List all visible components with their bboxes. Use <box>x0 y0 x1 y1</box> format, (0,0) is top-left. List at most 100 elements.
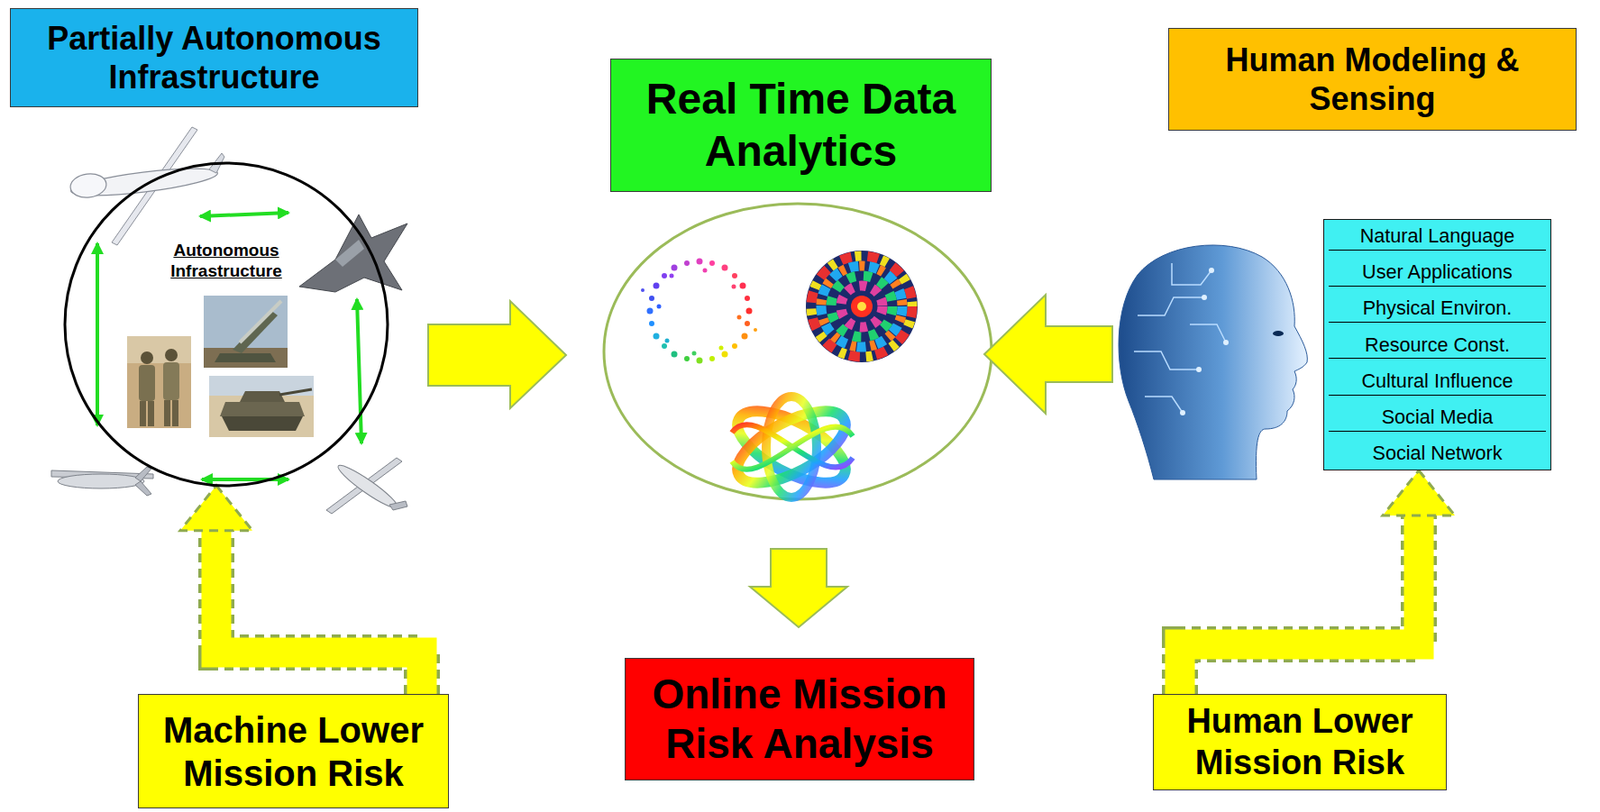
circle-outline <box>64 163 388 486</box>
tank-photo-part <box>221 416 303 431</box>
dot-ring-part <box>653 333 660 340</box>
dot-ring-part <box>746 308 753 315</box>
missile-photo <box>203 295 288 368</box>
drone-bottom-right-part <box>389 501 408 511</box>
missile-photo-part <box>239 301 282 343</box>
link-arrows <box>97 212 362 480</box>
mosaic-disk-part <box>811 256 913 357</box>
node-label: Human Lower Mission Risk <box>1164 701 1436 784</box>
dot-ring-part <box>640 288 645 293</box>
tank-photo-part <box>239 391 285 403</box>
soldiers-photo-part <box>172 400 179 427</box>
dot-ring-part <box>703 268 708 274</box>
list-item: Natural Language <box>1328 222 1546 251</box>
outcome-box: Human Lower Mission Risk <box>1152 694 1447 791</box>
arrow-head <box>180 485 253 531</box>
dot-ring-part <box>669 274 675 279</box>
missile-photo-part <box>203 347 288 368</box>
dot-ring-part <box>647 308 654 315</box>
analytics-ellipse <box>603 203 992 500</box>
human-head-part-part <box>1201 294 1207 301</box>
soldiers-photo-part <box>164 400 171 427</box>
title-box: Human Modeling & Sensing <box>1168 27 1577 131</box>
factor-list: Natural LanguageUser ApplicationsPhysica… <box>1323 219 1552 471</box>
dot-ring-part <box>671 351 678 358</box>
dot-ring-part <box>731 284 737 290</box>
node-label: Human Modeling & Sensing <box>1179 40 1565 119</box>
soldiers-photo-part <box>127 336 192 364</box>
mosaic-disk-part <box>821 265 903 348</box>
human-head-part-part <box>1137 297 1205 316</box>
link-arrows-part <box>356 299 362 444</box>
drone-bottom-left-part <box>135 466 152 482</box>
dot-ring-part <box>709 356 715 362</box>
risk-box: Online Mission Risk Analysis <box>624 658 975 781</box>
dot-ring-part <box>741 333 749 340</box>
soldiers-photo-part <box>164 348 178 362</box>
dot-ring-part <box>744 295 750 302</box>
drone-bottom-right <box>326 457 408 514</box>
dot-ring-part <box>661 343 668 349</box>
mosaic-disk-part <box>831 275 893 338</box>
human-head-part <box>1272 330 1284 337</box>
drone-bottom-left <box>51 466 154 496</box>
dot-ring-part <box>731 273 738 279</box>
human-head-part-part <box>1133 351 1199 370</box>
human-head-part-part <box>1144 396 1183 413</box>
human-head <box>1118 245 1308 480</box>
block-arrow-down <box>749 548 848 628</box>
dot-ring-part <box>722 351 729 358</box>
infrastructure-circle: Autonomous Infrastructure <box>63 161 390 488</box>
drone-bottom-left-part <box>135 481 152 496</box>
human-head-part-part <box>1196 366 1202 373</box>
node-label: Online Mission Risk Analysis <box>636 669 963 769</box>
tank-photo-part <box>209 375 314 438</box>
link-arrows-part <box>200 212 289 217</box>
human-head-part-part <box>1223 339 1229 346</box>
tank-photo <box>209 375 314 438</box>
list-item: Physical Environ. <box>1328 294 1546 323</box>
arrow-outline <box>216 529 422 695</box>
title-box: Partially Autonomous Infrastructure <box>9 8 419 108</box>
soldiers-photo-part <box>140 351 154 365</box>
dot-ring-part <box>657 304 662 310</box>
mosaic-disk-part <box>841 285 883 328</box>
human-head-part <box>1118 245 1308 480</box>
block-arrow-left <box>984 294 1113 414</box>
dot-ring-part <box>731 343 738 349</box>
dot-ring-part <box>737 315 742 320</box>
dot-ring-part <box>671 265 678 272</box>
dot-ring-part <box>649 295 655 302</box>
missile-photo-part <box>203 295 288 368</box>
dot-ring-part <box>684 260 690 266</box>
arrow-body <box>1179 513 1419 695</box>
missile-photo-part <box>214 353 276 363</box>
list-item: Social Network <box>1328 439 1546 467</box>
dashed-block-arrow <box>180 485 422 695</box>
list-item: Resource Const. <box>1328 331 1546 360</box>
dot-ring-part <box>744 320 750 327</box>
twisted-surface-part <box>731 427 853 470</box>
drone-top-left-part <box>69 163 219 202</box>
human-head-part <box>1133 263 1226 413</box>
node-label: Machine Lower Mission Risk <box>149 708 438 796</box>
drone-bottom-left-part <box>57 474 145 489</box>
tank-photo-part <box>219 402 305 417</box>
dot-ring-part <box>740 283 747 290</box>
mosaic-disk-part <box>857 301 867 311</box>
list-item: Social Media <box>1328 403 1546 432</box>
dot-ring-part <box>661 273 668 279</box>
soldiers-photo-part <box>127 336 192 429</box>
human-head-part-part <box>1171 263 1212 285</box>
dot-ring-part <box>665 338 670 344</box>
soldiers-photo-part <box>139 401 147 427</box>
node-label: Real Time Data Analytics <box>621 73 980 177</box>
dashed-block-arrow <box>1179 470 1455 695</box>
soldiers-photo-part <box>163 362 180 401</box>
arrow-outline <box>1179 513 1419 695</box>
dot-ring-part <box>719 346 724 351</box>
human-head-part-part <box>1208 267 1215 274</box>
node-label: Autonomous Infrastructure <box>140 240 312 283</box>
twisted-surface-part <box>727 396 857 497</box>
